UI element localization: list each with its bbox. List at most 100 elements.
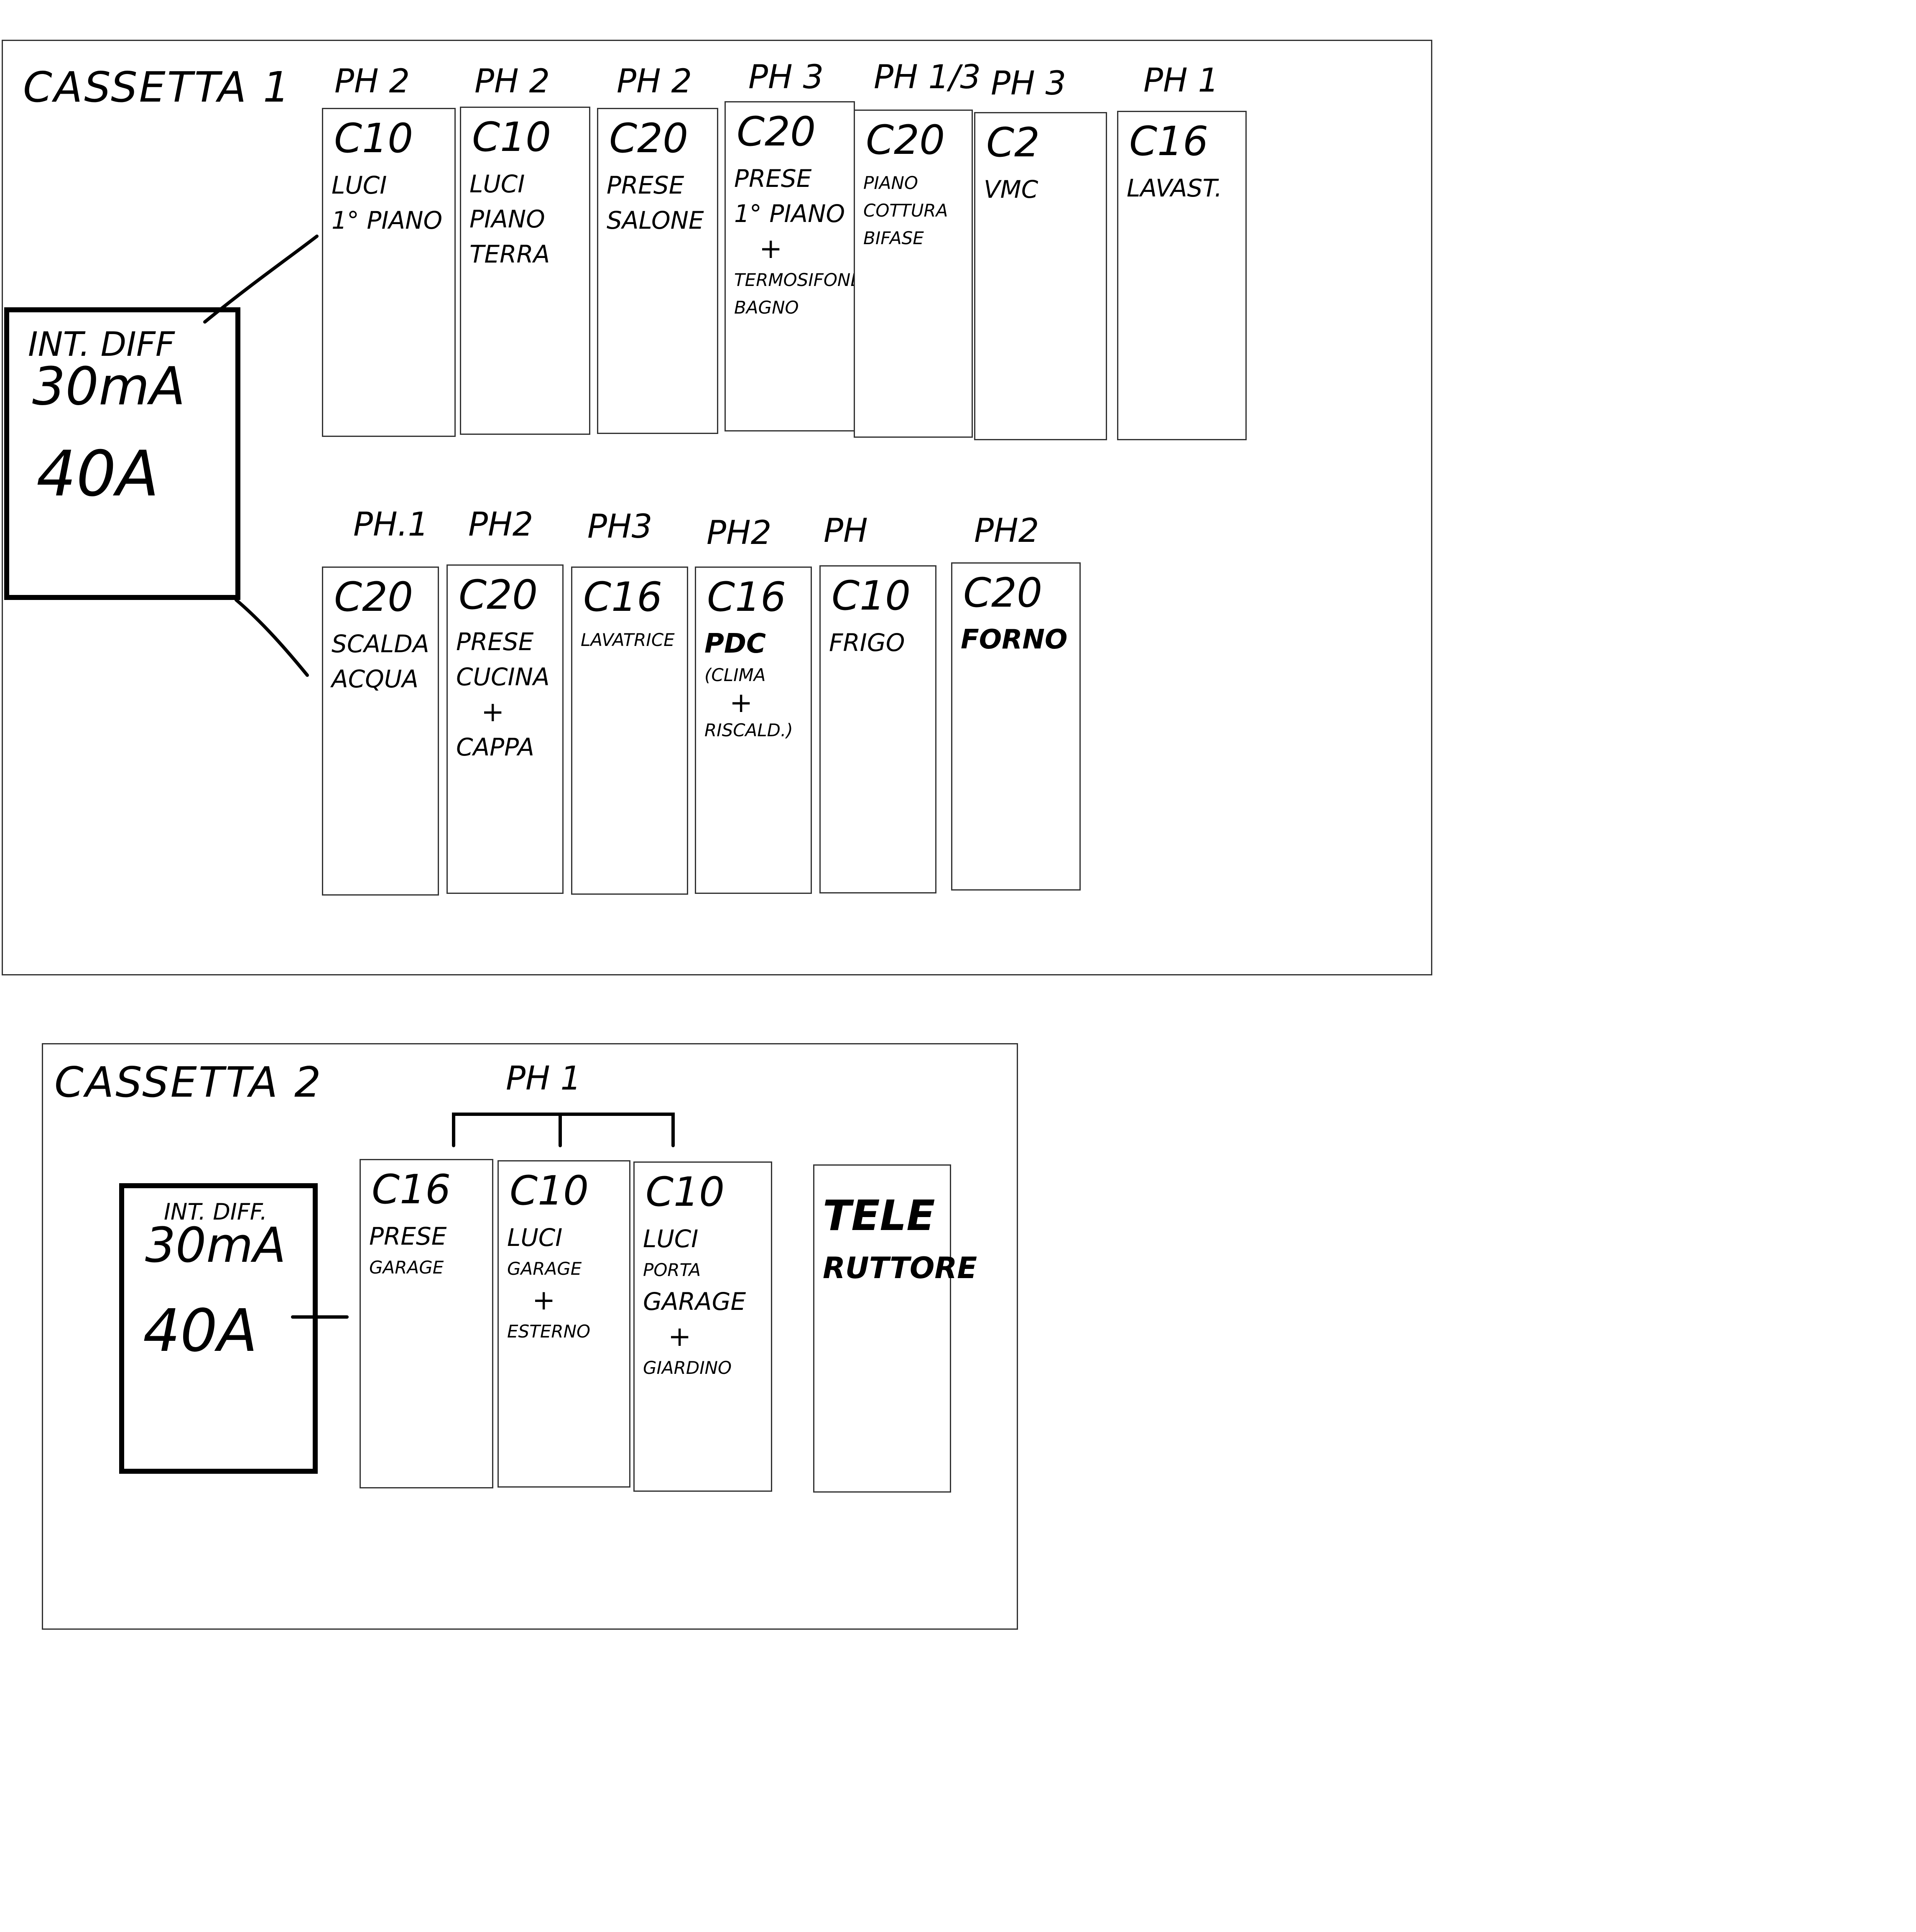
phase-label: PH 3 (991, 65, 1066, 102)
cassetta-1-differential: INT. DIFF 30mA 40A (4, 307, 240, 600)
breaker: C10 LUCI PIANO TERRA (460, 107, 590, 435)
differential-sensitivity: 30mA (145, 1217, 286, 1274)
breaker-text: 1° PIANO (332, 206, 443, 235)
cassetta-2-title: CASSETTA 2 (54, 1058, 323, 1107)
breaker: C20 FORNO (951, 562, 1081, 891)
wire-differential-to-row-2 (235, 598, 309, 677)
phase-label: PH 2 (617, 63, 692, 100)
breaker-text: PRESE (734, 164, 812, 193)
breaker-text: CAPPA (456, 733, 534, 761)
breaker-rating: C10 (472, 114, 551, 161)
group-phase-label: PH 1 (506, 1060, 582, 1097)
breaker-text: CUCINA (456, 663, 550, 691)
breaker-text: GARAGE (643, 1287, 746, 1316)
breaker-rating: C16 (583, 574, 663, 620)
breaker: C20 PIANO COTTURA BIFASE (854, 110, 973, 438)
breaker: C20 SCALDA ACQUA (322, 567, 439, 896)
phase-label: PH2 (468, 506, 533, 544)
phase-label: PH 2 (334, 63, 410, 100)
breaker-text: LUCI (469, 170, 525, 198)
breaker: C20 PRESE SALONE (597, 108, 718, 434)
breaker-text: GARAGE (507, 1258, 582, 1279)
breaker-text: TERRA (469, 240, 550, 268)
breaker: C10 LUCI 1° PIANO (322, 108, 456, 437)
breaker-text: PDC (704, 628, 766, 659)
breaker-text: SCALDA (332, 630, 429, 658)
breaker: C10 LUCI PORTA GARAGE + GIARDINO (633, 1161, 772, 1492)
cassetta-2-differential: INT. DIFF. 30mA 40A (119, 1183, 318, 1474)
phase-label: PH 1 (1143, 62, 1219, 100)
breaker-text: RISCALD.) (704, 720, 793, 740)
breaker-text: PORTA (643, 1260, 701, 1280)
breaker-text: VMC (984, 175, 1038, 204)
breaker-text: + (730, 687, 753, 719)
breaker-text: GIARDINO (643, 1358, 732, 1378)
breaker-text: LAVATRICE (581, 630, 675, 650)
breaker-text: ESTERNO (507, 1321, 591, 1342)
breaker-rating: C10 (645, 1169, 725, 1215)
breaker-text: LAVAST. (1127, 174, 1222, 202)
differential-label: INT. DIFF. (164, 1199, 268, 1225)
phase-label: PH 2 (475, 63, 550, 100)
breaker-text: (CLIMA (704, 665, 766, 685)
breaker-rating: C10 (334, 115, 413, 162)
breaker-text: PIANO (863, 173, 918, 193)
breaker: C20 PRESE 1° PIANO + TERMOSIFONE BAGNO (725, 101, 862, 431)
phase-label: PH2 (974, 512, 1039, 550)
breaker-text: + (759, 232, 783, 265)
phase-label: PH.1 (353, 506, 429, 544)
breaker-rating: C20 (737, 108, 816, 155)
breaker-text: + (532, 1284, 556, 1316)
breaker-text: + (668, 1320, 691, 1353)
wire-differential-to-row-1 (203, 235, 319, 324)
breaker-text: + (481, 696, 505, 728)
breaker: C16 PDC (CLIMA + RISCALD.) (695, 567, 812, 894)
breaker-rating: C20 (866, 117, 945, 163)
differential-current: 40A (143, 1297, 258, 1365)
breaker-rating: C20 (609, 115, 689, 162)
breaker-text: PIANO (469, 205, 545, 233)
phase-label: PH2 (707, 514, 772, 552)
phase-label: PH3 (587, 508, 653, 546)
breaker-rating: C10 (832, 572, 911, 619)
breaker: C16 LAVAST. (1117, 111, 1247, 440)
breaker-text: COTTURA (863, 200, 948, 221)
breaker: C10 FRIGO (819, 565, 936, 893)
breaker-text: TERMOSIFONE (734, 270, 862, 290)
phase-label: PH 3 (748, 59, 824, 96)
breaker-text: LUCI (332, 171, 387, 199)
breaker-text: PRESE (456, 628, 534, 656)
breaker-text: 1° PIANO (734, 199, 845, 228)
breaker: C2 VMC (974, 112, 1107, 440)
breaker: C10 LUCI GARAGE + ESTERNO (497, 1160, 630, 1488)
breaker-text: LUCI (507, 1223, 563, 1252)
breaker-rating: C16 (372, 1166, 451, 1213)
breaker-text: PRESE (607, 171, 684, 199)
breaker-text: ACQUA (332, 665, 418, 693)
breaker-rating: C16 (707, 574, 786, 620)
teleruttore: TELE RUTTORE (813, 1164, 977, 1493)
breaker-rating: C20 (459, 572, 538, 618)
breaker-rating: C16 (1129, 118, 1209, 165)
breaker-text: FRIGO (829, 628, 905, 657)
phase-label: PH (824, 512, 868, 550)
breaker-text: BAGNO (734, 297, 799, 318)
group-bracket (452, 1113, 675, 1147)
breaker-text: PRESE (369, 1222, 447, 1251)
differential-label: INT. DIFF (28, 325, 175, 364)
breaker-rating: C20 (334, 574, 413, 620)
breaker-rating: C20 (963, 569, 1043, 616)
breaker: C16 PRESE GARAGE (360, 1159, 493, 1488)
breaker: C16 LAVATRICE (571, 567, 688, 895)
breaker-rating: C2 (986, 119, 1040, 166)
cassetta-1-title: CASSETTA 1 (23, 63, 291, 112)
breaker: C20 PRESE CUCINA + CAPPA (446, 564, 564, 894)
teleruttore-text: TELE (823, 1191, 935, 1240)
differential-sensitivity: 30mA (32, 356, 186, 417)
breaker-text: GARAGE (369, 1257, 444, 1278)
breaker-text: FORNO (961, 624, 1068, 655)
breaker-text: SALONE (607, 206, 704, 235)
breaker-text: BIFASE (863, 228, 924, 248)
breaker-text: LUCI (643, 1225, 699, 1253)
